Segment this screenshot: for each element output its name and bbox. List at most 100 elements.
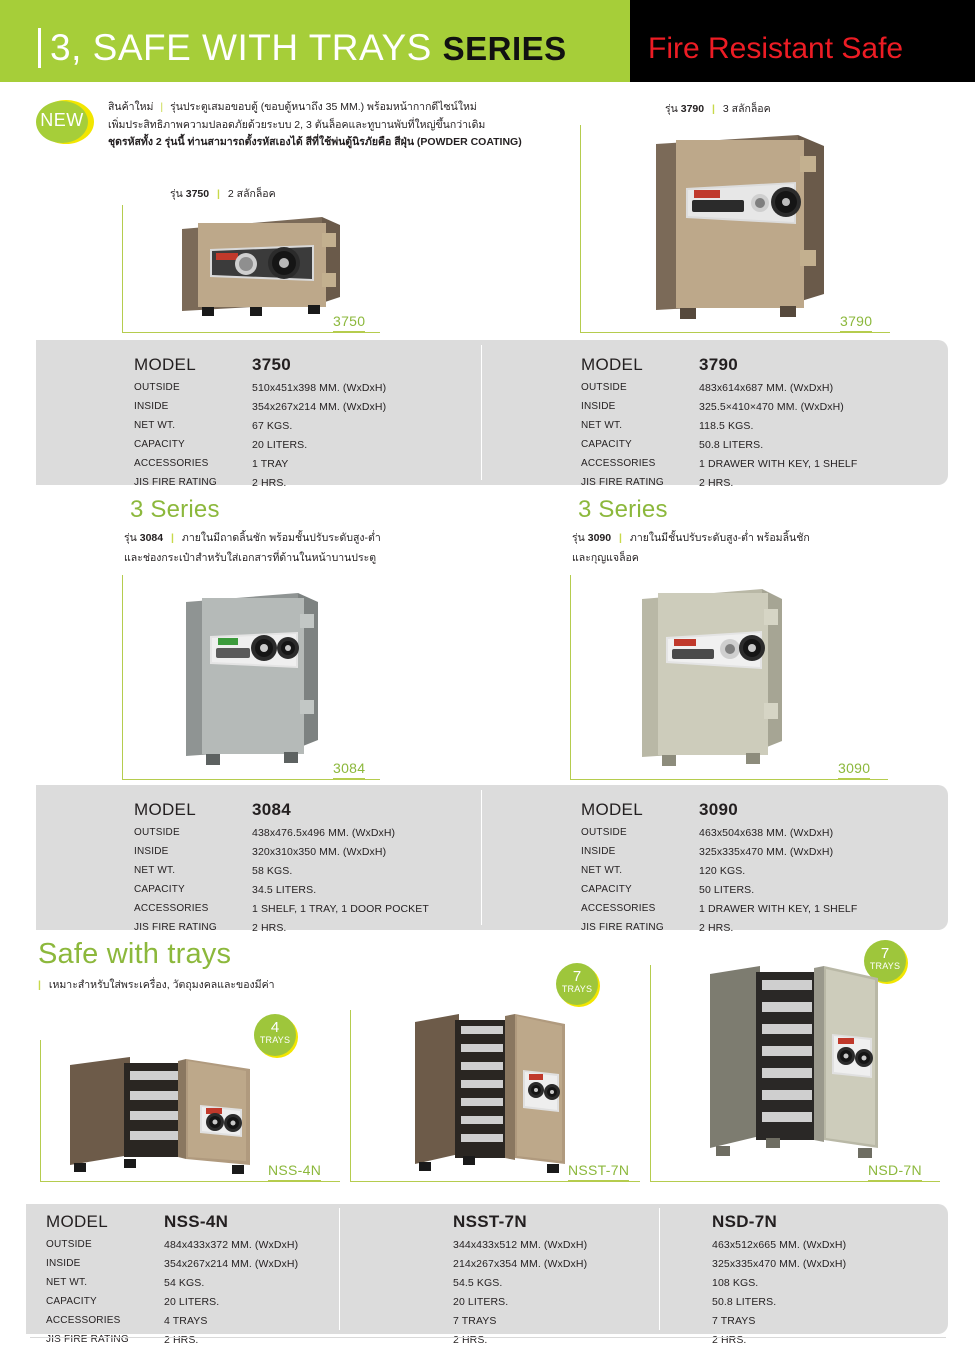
spec-key-netwt: NET WT. (134, 865, 176, 876)
spec-val-firerating: 2 HRS. (712, 1333, 747, 1346)
intro-line-1: สินค้าใหม่ | รุ่นประตูเสมอขอบตู้ (ขอบตู้… (108, 99, 578, 117)
spec-val-inside: 325x335x470 MM. (WxDxH) (699, 845, 834, 858)
spec-row: NET WT. 118.5 KGS. (581, 416, 857, 435)
trays-badge-word: TRAYS (869, 961, 901, 971)
spec-val-inside: 325x335x470 MM. (WxDxH) (712, 1257, 847, 1270)
safe-image-3750 (182, 217, 340, 316)
spec-key-inside: INSIDE (134, 846, 169, 857)
spec-key-capacity: CAPACITY (134, 884, 185, 895)
spec-key-inside: INSIDE (46, 1258, 81, 1269)
spec-key-outside: OUTSIDE (581, 827, 627, 838)
spec-row: 7 TRAYS (453, 1311, 587, 1330)
run-model: 3090 (587, 532, 612, 544)
spec-key-model: MODEL (134, 800, 196, 819)
spec-val-model: 3790 (699, 355, 739, 374)
spec-key-firerating: JIS FIRE RATING (134, 477, 217, 488)
spec-key-firerating: JIS FIRE RATING (581, 922, 664, 933)
spec-table-3750: MODEL 3750 OUTSIDE 510x451x398 MM. (WxDx… (134, 352, 386, 492)
spec-key-netwt: NET WT. (134, 420, 176, 431)
spec-val-inside: 320x310x350 MM. (WxDxH) (252, 845, 387, 858)
safe-image-nsst7n (415, 1014, 565, 1173)
trays-badge-disc (254, 1014, 296, 1056)
spec-row: INSIDE 325x335x470 MM. (WxDxH) (581, 842, 857, 861)
spec-val-firerating: 2 HRS. (252, 921, 287, 934)
product-frame-nsd7n (650, 965, 940, 1182)
run-label-3750: รุ่น 3750 | 2 สลักล็อค (170, 186, 276, 202)
run-divider: | (217, 188, 220, 200)
section-subtitle-safe-with-trays: | เหมาะสำหรับใส่พระเครื่อง, วัตถุมงคลและ… (38, 976, 275, 993)
spec-key-capacity: CAPACITY (581, 439, 632, 450)
spec-row: MODEL 3790 (581, 352, 857, 378)
run-model: 3750 (185, 188, 210, 200)
product-frame-3750 (122, 205, 380, 333)
intro-line-2: เพิ่มประสิทธิภาพความปลอดภัยด้วยระบบ 2, 3… (108, 118, 486, 131)
header-accent-tick (38, 28, 41, 68)
spec-row: OUTSIDE 483x614x687 MM. (WxDxH) (581, 378, 857, 397)
product-caption-nss4n: NSS-4N (268, 1162, 322, 1181)
spec-row: ACCESSORIES 1 TRAY (134, 454, 386, 473)
page-title-main: 3, SAFE WITH TRAYS (50, 27, 432, 68)
spec-row: MODEL 3084 (134, 797, 429, 823)
spec-key-outside: OUTSIDE (581, 382, 627, 393)
product-frame-nsst7n (350, 1010, 640, 1182)
spec-row: CAPACITY 50 LITERS. (581, 880, 857, 899)
spec-val-netwt: 118.5 KGS. (699, 419, 754, 432)
spec-row: ACCESSORIES 1 DRAWER WITH KEY, 1 SHELF (581, 454, 857, 473)
product-frame-3084 (122, 575, 380, 780)
trays-badge-disc (556, 963, 598, 1005)
new-badge: NEW (36, 100, 96, 144)
spec-val-capacity: 50.8 LITERS. (712, 1295, 777, 1308)
spec-key-firerating: JIS FIRE RATING (134, 922, 217, 933)
page-title-series: SERIES (442, 30, 567, 67)
spec-val-capacity: 50 LITERS. (699, 883, 755, 896)
spec-row: 50.8 LITERS. (712, 1292, 846, 1311)
spec-row: 20 LITERS. (453, 1292, 587, 1311)
spec-row: CAPACITY 34.5 LITERS. (134, 880, 429, 899)
run-prefix: รุ่น (572, 532, 585, 544)
product-frame-3790 (580, 125, 890, 333)
spec-val-inside: 354x267x214 MM. (WxDxH) (164, 1257, 299, 1270)
spec-val-firerating: 2 HRS. (699, 921, 734, 934)
spec-row: NET WT. 120 KGS. (581, 861, 857, 880)
run-model: 3790 (680, 103, 705, 115)
spec-panel-divider-2 (481, 790, 482, 925)
spec-row: NSD-7N (712, 1209, 846, 1235)
spec-val-firerating: 2 HRS. (699, 476, 734, 489)
spec-row: CAPACITY 20 LITERS. (46, 1292, 298, 1311)
product-caption-nsst7n: NSST-7N (568, 1162, 630, 1181)
trays-badge-count: 4 (270, 1019, 280, 1036)
run-label-3084: รุ่น 3084 | ภายในมีถาดลิ้นชัก พร้อมชั้นป… (124, 530, 381, 546)
spec-val-netwt: 54 KGS. (164, 1276, 205, 1289)
spec-panel-3750 (36, 340, 548, 485)
run-label-3090: รุ่น 3090 | ภายในมีชั้นปรับระดับสูง-ต่ำ … (572, 530, 810, 546)
spec-row: 2 HRS. (453, 1330, 587, 1349)
spec-row: 7 TRAYS (712, 1311, 846, 1330)
trays-badge-word: TRAYS (259, 1035, 291, 1045)
safe-image-nss4n (70, 1057, 250, 1174)
spec-table-nsst7n: NSST-7N 344x433x512 MM. (WxDxH) 214x267x… (453, 1209, 587, 1349)
spec-key-netwt: NET WT. (581, 865, 623, 876)
spec-row: MODEL NSS-4N (46, 1209, 298, 1235)
product-caption-nsd7n: NSD-7N (868, 1162, 922, 1181)
spec-panel-divider-3a (339, 1208, 340, 1330)
page-title: 3, SAFE WITH TRAYS SERIES (50, 26, 567, 71)
spec-val-outside: 463x504x638 MM. (WxDxH) (699, 826, 834, 839)
spec-row: JIS FIRE RATING 2 HRS. (134, 473, 386, 492)
spec-key-model: MODEL (581, 800, 643, 819)
run-divider: | (712, 103, 715, 115)
series-heading-3084: 3 Series (130, 496, 220, 523)
spec-table-3790: MODEL 3790 OUTSIDE 483x614x687 MM. (WxDx… (581, 352, 857, 492)
spec-key-model: MODEL (46, 1212, 108, 1231)
spec-row: 214x267x354 MM. (WxDxH) (453, 1254, 587, 1273)
run-divider: | (171, 532, 174, 544)
spec-val-inside: 214x267x354 MM. (WxDxH) (453, 1257, 588, 1270)
spec-val-model: 3090 (699, 800, 739, 819)
spec-table-3084: MODEL 3084 OUTSIDE 438x476.5x496 MM. (Wx… (134, 797, 429, 937)
spec-row: JIS FIRE RATING 2 HRS. (134, 918, 429, 937)
spec-val-netwt: 108 KGS. (712, 1276, 759, 1289)
spec-key-capacity: CAPACITY (46, 1296, 97, 1307)
spec-panel-nss4n-nsst7n (26, 1204, 686, 1334)
spec-row: OUTSIDE 463x504x638 MM. (WxDxH) (581, 823, 857, 842)
run-desc-line1: ภายในมีถาดลิ้นชัก พร้อมชั้นปรับระดับสูง-… (181, 532, 381, 544)
spec-val-firerating: 2 HRS. (252, 476, 287, 489)
